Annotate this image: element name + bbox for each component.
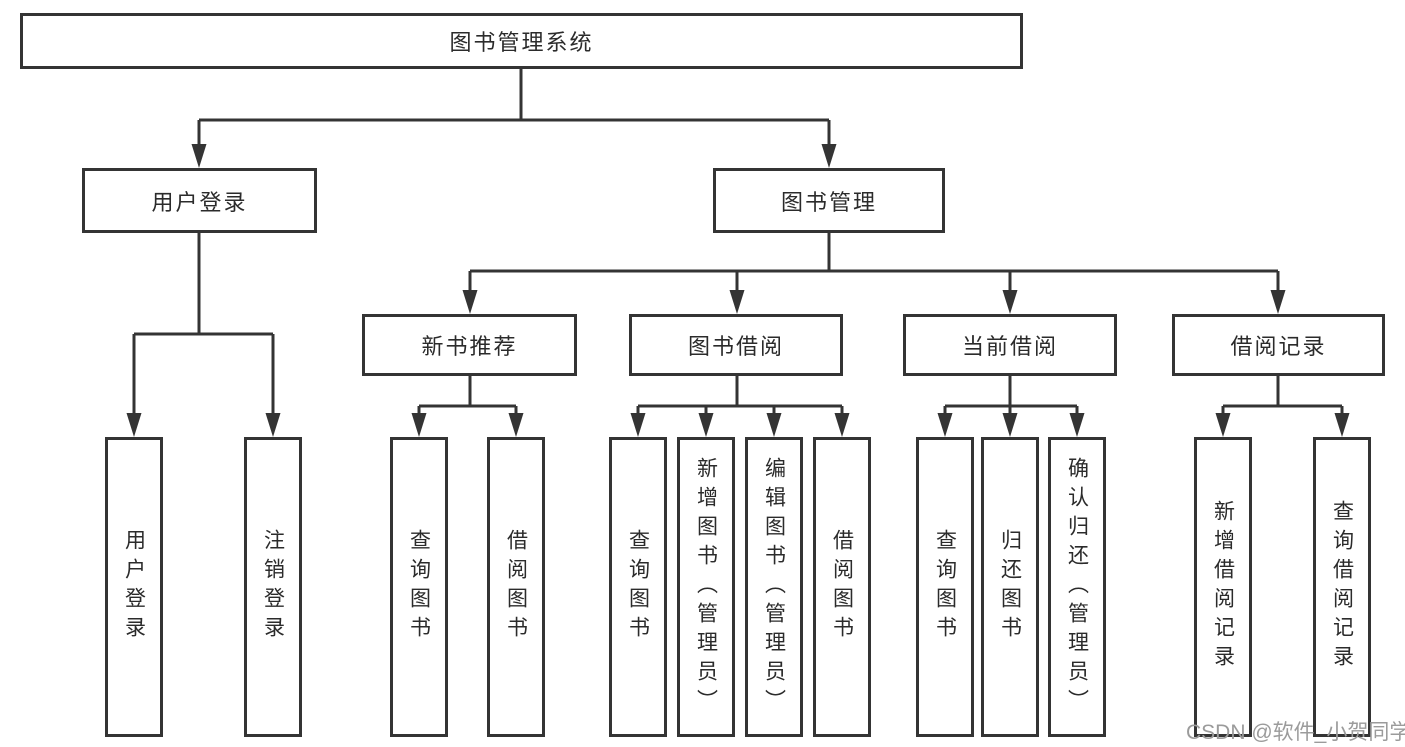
node-user-login: 用户登录 <box>82 168 317 233</box>
connector-root-to-level2 <box>191 69 837 168</box>
leaf-edit-book-admin: 编辑图书（管理员） <box>745 437 803 737</box>
node-new-book-recommend-label: 新书推荐 <box>421 334 518 359</box>
node-root-label: 图书管理系统 <box>449 30 594 55</box>
leaf-add-book-admin-label: 新增图书（管理员） <box>694 456 718 718</box>
node-book-borrow-label: 图书借阅 <box>687 334 784 359</box>
node-book-management: 图书管理 <box>713 168 945 233</box>
leaf-query-books-borrow-label: 查询图书 <box>626 529 650 645</box>
node-book-management-label: 图书管理 <box>780 189 877 215</box>
csdn-watermark: CSDN @软件_小贺同学 <box>1186 721 1405 744</box>
node-root: 图书管理系统 <box>20 13 1023 69</box>
leaf-user-login-label: 用户登录 <box>122 529 146 645</box>
leaf-confirm-return-admin: 确认归还（管理员） <box>1048 437 1106 737</box>
node-new-book-recommend: 新书推荐 <box>362 314 577 376</box>
leaf-query-books-recommend: 查询图书 <box>390 437 448 737</box>
connector-new-book-recommend-to-leaves <box>411 376 524 437</box>
node-current-borrow-label: 当前借阅 <box>961 334 1058 359</box>
leaf-borrow-books-recommend: 借阅图书 <box>487 437 545 737</box>
leaf-logout-label: 注销登录 <box>261 529 285 645</box>
leaf-confirm-return-admin-label: 确认归还（管理员） <box>1065 456 1089 718</box>
leaf-query-books-recommend-label: 查询图书 <box>407 529 431 645</box>
leaf-query-books-current: 查询图书 <box>916 437 974 737</box>
node-borrow-records-label: 借阅记录 <box>1230 334 1327 359</box>
node-user-login-label: 用户登录 <box>151 189 248 215</box>
leaf-query-books-current-label: 查询图书 <box>933 529 957 645</box>
leaf-add-borrow-record: 新增借阅记录 <box>1194 437 1252 737</box>
leaf-edit-book-admin-label: 编辑图书（管理员） <box>762 456 786 718</box>
leaf-add-book-admin: 新增图书（管理员） <box>677 437 735 737</box>
leaf-return-book: 归还图书 <box>981 437 1039 737</box>
node-current-borrow: 当前借阅 <box>903 314 1117 376</box>
node-borrow-records: 借阅记录 <box>1172 314 1385 376</box>
connector-book-management-to-level3 <box>462 233 1286 314</box>
leaf-logout: 注销登录 <box>244 437 302 737</box>
leaf-query-borrow-record: 查询借阅记录 <box>1313 437 1371 737</box>
leaf-user-login: 用户登录 <box>105 437 163 737</box>
connector-current-borrow-to-leaves <box>937 376 1085 437</box>
node-book-borrow: 图书借阅 <box>629 314 843 376</box>
leaf-return-book-label: 归还图书 <box>998 529 1022 645</box>
leaf-borrow-books: 借阅图书 <box>813 437 871 737</box>
leaf-borrow-books-label: 借阅图书 <box>830 529 854 645</box>
leaf-borrow-books-recommend-label: 借阅图书 <box>504 529 528 645</box>
leaf-query-borrow-record-label: 查询借阅记录 <box>1330 500 1354 674</box>
connector-borrow-records-to-leaves <box>1215 376 1350 437</box>
connector-book-borrow-to-leaves <box>630 376 850 437</box>
connector-user-login-to-leaves <box>126 233 281 437</box>
leaf-add-borrow-record-label: 新增借阅记录 <box>1211 500 1235 674</box>
leaf-query-books-borrow: 查询图书 <box>609 437 667 737</box>
